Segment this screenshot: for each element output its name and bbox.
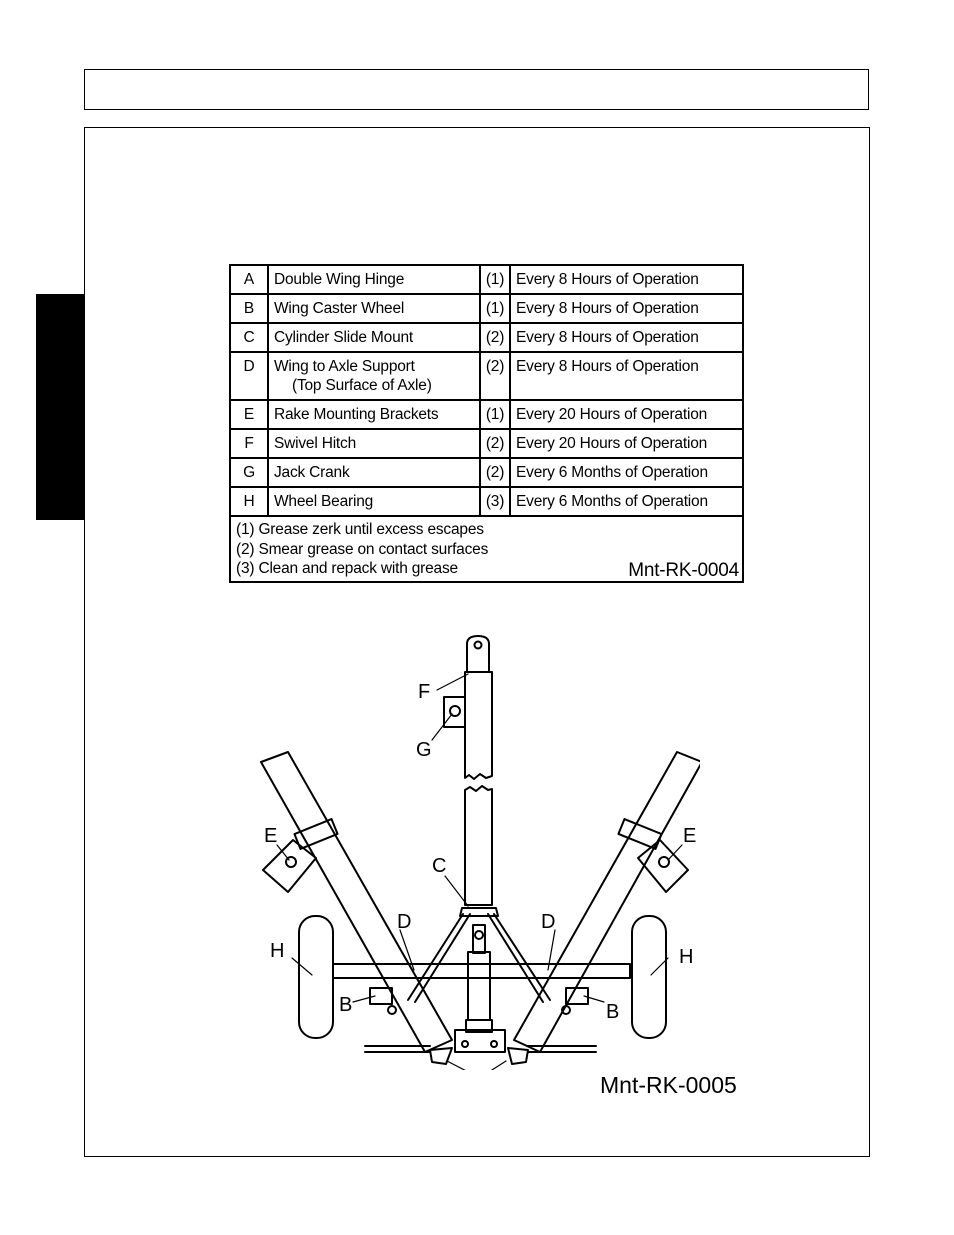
row-interval: Every 20 Hours of Operation [509,428,744,459]
right-wheel [631,915,667,1039]
label-d-left: D [397,911,411,933]
row-note: (1) [479,399,511,430]
left-mount-bracket [262,839,317,893]
row-letter: A [229,264,269,295]
rake-lubrication-diagram: F G C D D E E H H B B A [260,635,700,1070]
label-f: F [418,681,430,703]
hitch-clevis [466,635,490,673]
row-interval: Every 8 Hours of Operation [509,293,744,324]
row-description: Double Wing Hinge [267,264,481,295]
wing-hinge [454,1029,506,1053]
row-note: (2) [479,428,511,459]
label-h-left: H [270,940,284,962]
row-letter: H [229,486,269,517]
table-row: F Swivel Hitch (2) Every 20 Hours of Ope… [229,428,744,459]
row-interval: Every 20 Hours of Operation [509,399,744,430]
label-c: C [432,855,446,877]
row-letter: B [229,293,269,324]
row-description-line2: (Top Surface of Axle) [292,377,432,394]
row-interval: Every 8 Hours of Operation [509,322,744,353]
left-wing-arm [260,751,453,1053]
label-e-right: E [683,825,696,847]
label-d-right: D [541,911,555,933]
row-description: Rake Mounting Brackets [267,399,481,430]
table-row: D Wing to Axle Support (Top Surface of A… [229,351,744,401]
row-description: Wheel Bearing [267,486,481,517]
row-interval: Every 6 Months of Operation [509,457,744,488]
row-description: Wing to Axle Support (Top Surface of Axl… [267,351,481,401]
diagram-reference-code: Mnt-RK-0005 [600,1072,737,1098]
left-wheel [298,915,334,1039]
row-letter: C [229,322,269,353]
footnote-3: (3) Clean and repack with grease [236,560,458,577]
lubrication-table: A Double Wing Hinge (1) Every 8 Hours of… [229,264,744,583]
section-tab [36,294,84,520]
table-row: B Wing Caster Wheel (1) Every 8 Hours of… [229,293,744,324]
row-description: Swivel Hitch [267,428,481,459]
row-note: (2) [479,457,511,488]
row-note: (1) [479,293,511,324]
row-note: (2) [479,322,511,353]
row-note: (2) [479,351,511,401]
footnote-2: (2) Smear grease on contact surfaces [236,540,489,558]
row-description: Cylinder Slide Mount [267,322,481,353]
label-g: G [416,739,432,761]
row-note: (3) [479,486,511,517]
jack-crank-body [443,696,466,728]
tongue-lower [464,785,493,906]
hydraulic-cylinder [467,951,491,1021]
row-note: (1) [479,264,511,295]
label-e-left: E [264,825,277,847]
table-row: E Rake Mounting Brackets (1) Every 20 Ho… [229,399,744,430]
row-letter: E [229,399,269,430]
table-row: G Jack Crank (2) Every 6 Months of Opera… [229,457,744,488]
footnotes-cell: (1) Grease zerk until excess escapes (2)… [229,515,744,583]
row-interval: Every 8 Hours of Operation [509,351,744,401]
row-interval: Every 6 Months of Operation [509,486,744,517]
row-description: Jack Crank [267,457,481,488]
table-row: A Double Wing Hinge (1) Every 8 Hours of… [229,264,744,295]
tongue-upper [464,671,493,780]
row-letter: G [229,457,269,488]
table-row: H Wheel Bearing (3) Every 6 Months of Op… [229,486,744,517]
label-b-right: B [606,1001,619,1023]
footnote-1: (1) Grease zerk until excess escapes [236,521,484,538]
table-row: C Cylinder Slide Mount (2) Every 8 Hours… [229,322,744,353]
row-letter: F [229,428,269,459]
right-mount-bracket [637,839,689,893]
row-description-line1: Wing to Axle Support [274,358,415,375]
table-reference-code: Mnt-RK-0004 [628,559,739,581]
page-header-box [84,69,869,110]
row-letter: D [229,351,269,401]
label-h-right: H [679,946,693,968]
row-interval: Every 8 Hours of Operation [509,264,744,295]
row-description: Wing Caster Wheel [267,293,481,324]
content-frame [84,127,870,1157]
label-b-left: B [339,994,352,1016]
footnote-row: (1) Grease zerk until excess escapes (2)… [229,515,744,583]
